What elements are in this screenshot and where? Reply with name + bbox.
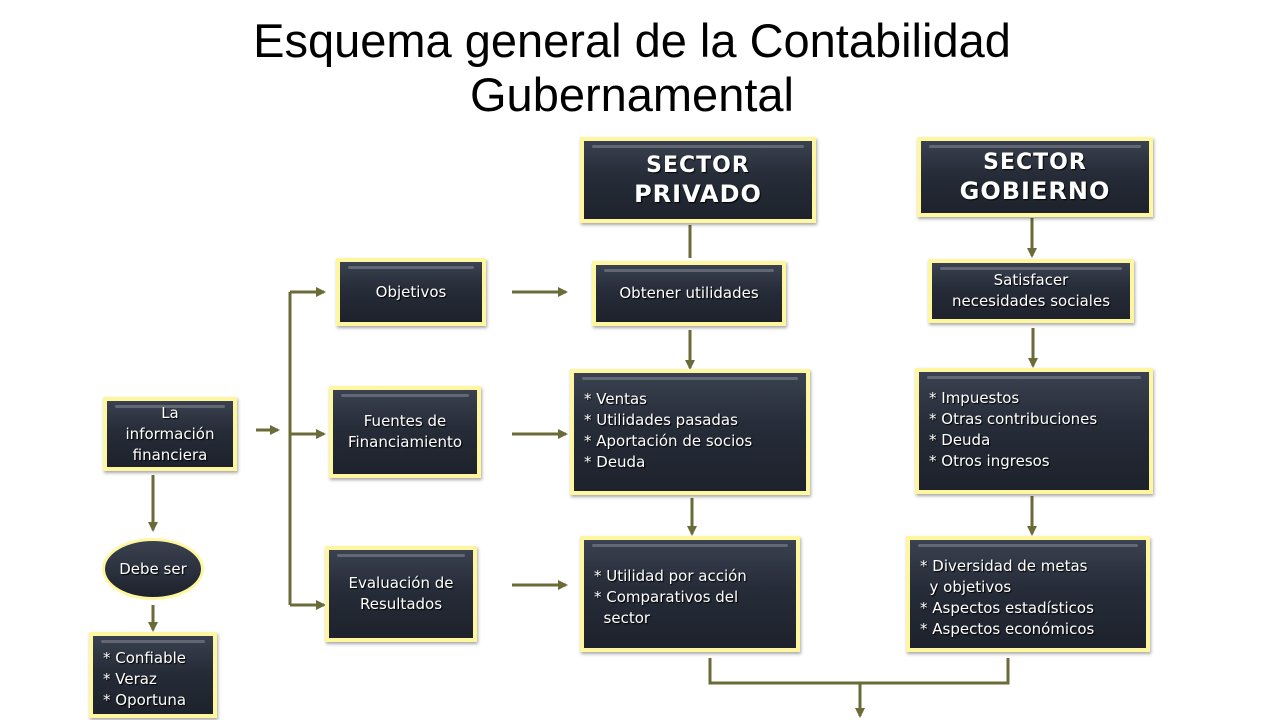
list-item: * Aportación de socios (584, 432, 753, 450)
gobierno-objetivo-line1: Satisfacer (993, 271, 1069, 289)
list-item: * Deuda (929, 431, 991, 449)
cualidades-box: * Confiable * Veraz * Oportuna (89, 632, 217, 718)
debe-ser-label: Debe ser (119, 560, 187, 578)
gobierno-objetivo-line2: necesidades sociales (951, 292, 1111, 310)
info-line2: información (125, 424, 215, 443)
fuentes-line2: Financiamiento (347, 433, 463, 451)
info-line1: La (161, 403, 179, 422)
info-box: La información financiera (103, 397, 237, 471)
objetivos-box: Objetivos (336, 258, 486, 326)
sector-privado-line1: SECTOR (646, 153, 750, 178)
page-title: Esquema general de la Contabilidad Guber… (0, 14, 1264, 122)
list-item: * Ventas (584, 390, 647, 408)
gobierno-fuentes-box: * Impuestos * Otras contribuciones * Deu… (915, 368, 1153, 494)
list-item: * Otros ingresos (929, 452, 1050, 470)
list-item: * Diversidad de metas (920, 557, 1088, 575)
evaluacion-line2: Resultados (359, 595, 443, 613)
info-line3: financiera (132, 445, 208, 464)
list-item: * Deuda (584, 453, 646, 471)
title-line-2: Gubernamental (470, 68, 794, 121)
evaluacion-line1: Evaluación de (348, 574, 454, 592)
title-line-1: Esquema general de la Contabilidad (253, 14, 1011, 67)
debe-ser-ellipse: Debe ser (102, 538, 204, 600)
objetivos-label: Objetivos (375, 282, 447, 301)
fuentes-box: Fuentes de Financiamiento (329, 386, 481, 478)
list-item: * Utilidad por acción (594, 567, 747, 585)
sector-privado-box: SECTOR PRIVADO (580, 137, 816, 223)
fuentes-line1: Fuentes de (363, 412, 447, 430)
sector-gobierno-line2: GOBIERNO (959, 177, 1111, 205)
gobierno-objetivo-box: Satisfacer necesidades sociales (928, 259, 1134, 323)
privado-evaluacion-box: * Utilidad por acción * Comparativos del… (580, 536, 800, 652)
list-item: * Impuestos (929, 389, 1020, 407)
list-item: * Confiable (103, 649, 186, 667)
list-item: * Otras contribuciones (929, 410, 1098, 428)
list-item: y objetivos (920, 578, 1012, 596)
sector-gobierno-line1: SECTOR (983, 150, 1087, 175)
list-item: * Veraz (103, 670, 157, 688)
list-item: sector (594, 609, 651, 627)
privado-fuentes-box: * Ventas * Utilidades pasadas * Aportaci… (570, 369, 810, 495)
privado-objetivo-box: Obtener utilidades (592, 261, 786, 326)
list-item: * Utilidades pasadas (584, 411, 738, 429)
privado-objetivo-label: Obtener utilidades (619, 284, 759, 302)
list-item: * Oportuna (103, 691, 187, 709)
list-item: * Aspectos estadísticos (920, 599, 1094, 617)
sector-gobierno-box: SECTOR GOBIERNO (917, 137, 1153, 217)
list-item: * Comparativos del (594, 588, 739, 606)
list-item: * Aspectos económicos (920, 620, 1095, 638)
evaluacion-box: Evaluación de Resultados (325, 546, 477, 642)
sector-privado-line2: PRIVADO (634, 180, 762, 208)
bottom-join-line (708, 658, 1010, 685)
gobierno-evaluacion-box: * Diversidad de metas y objetivos * Aspe… (906, 536, 1150, 652)
